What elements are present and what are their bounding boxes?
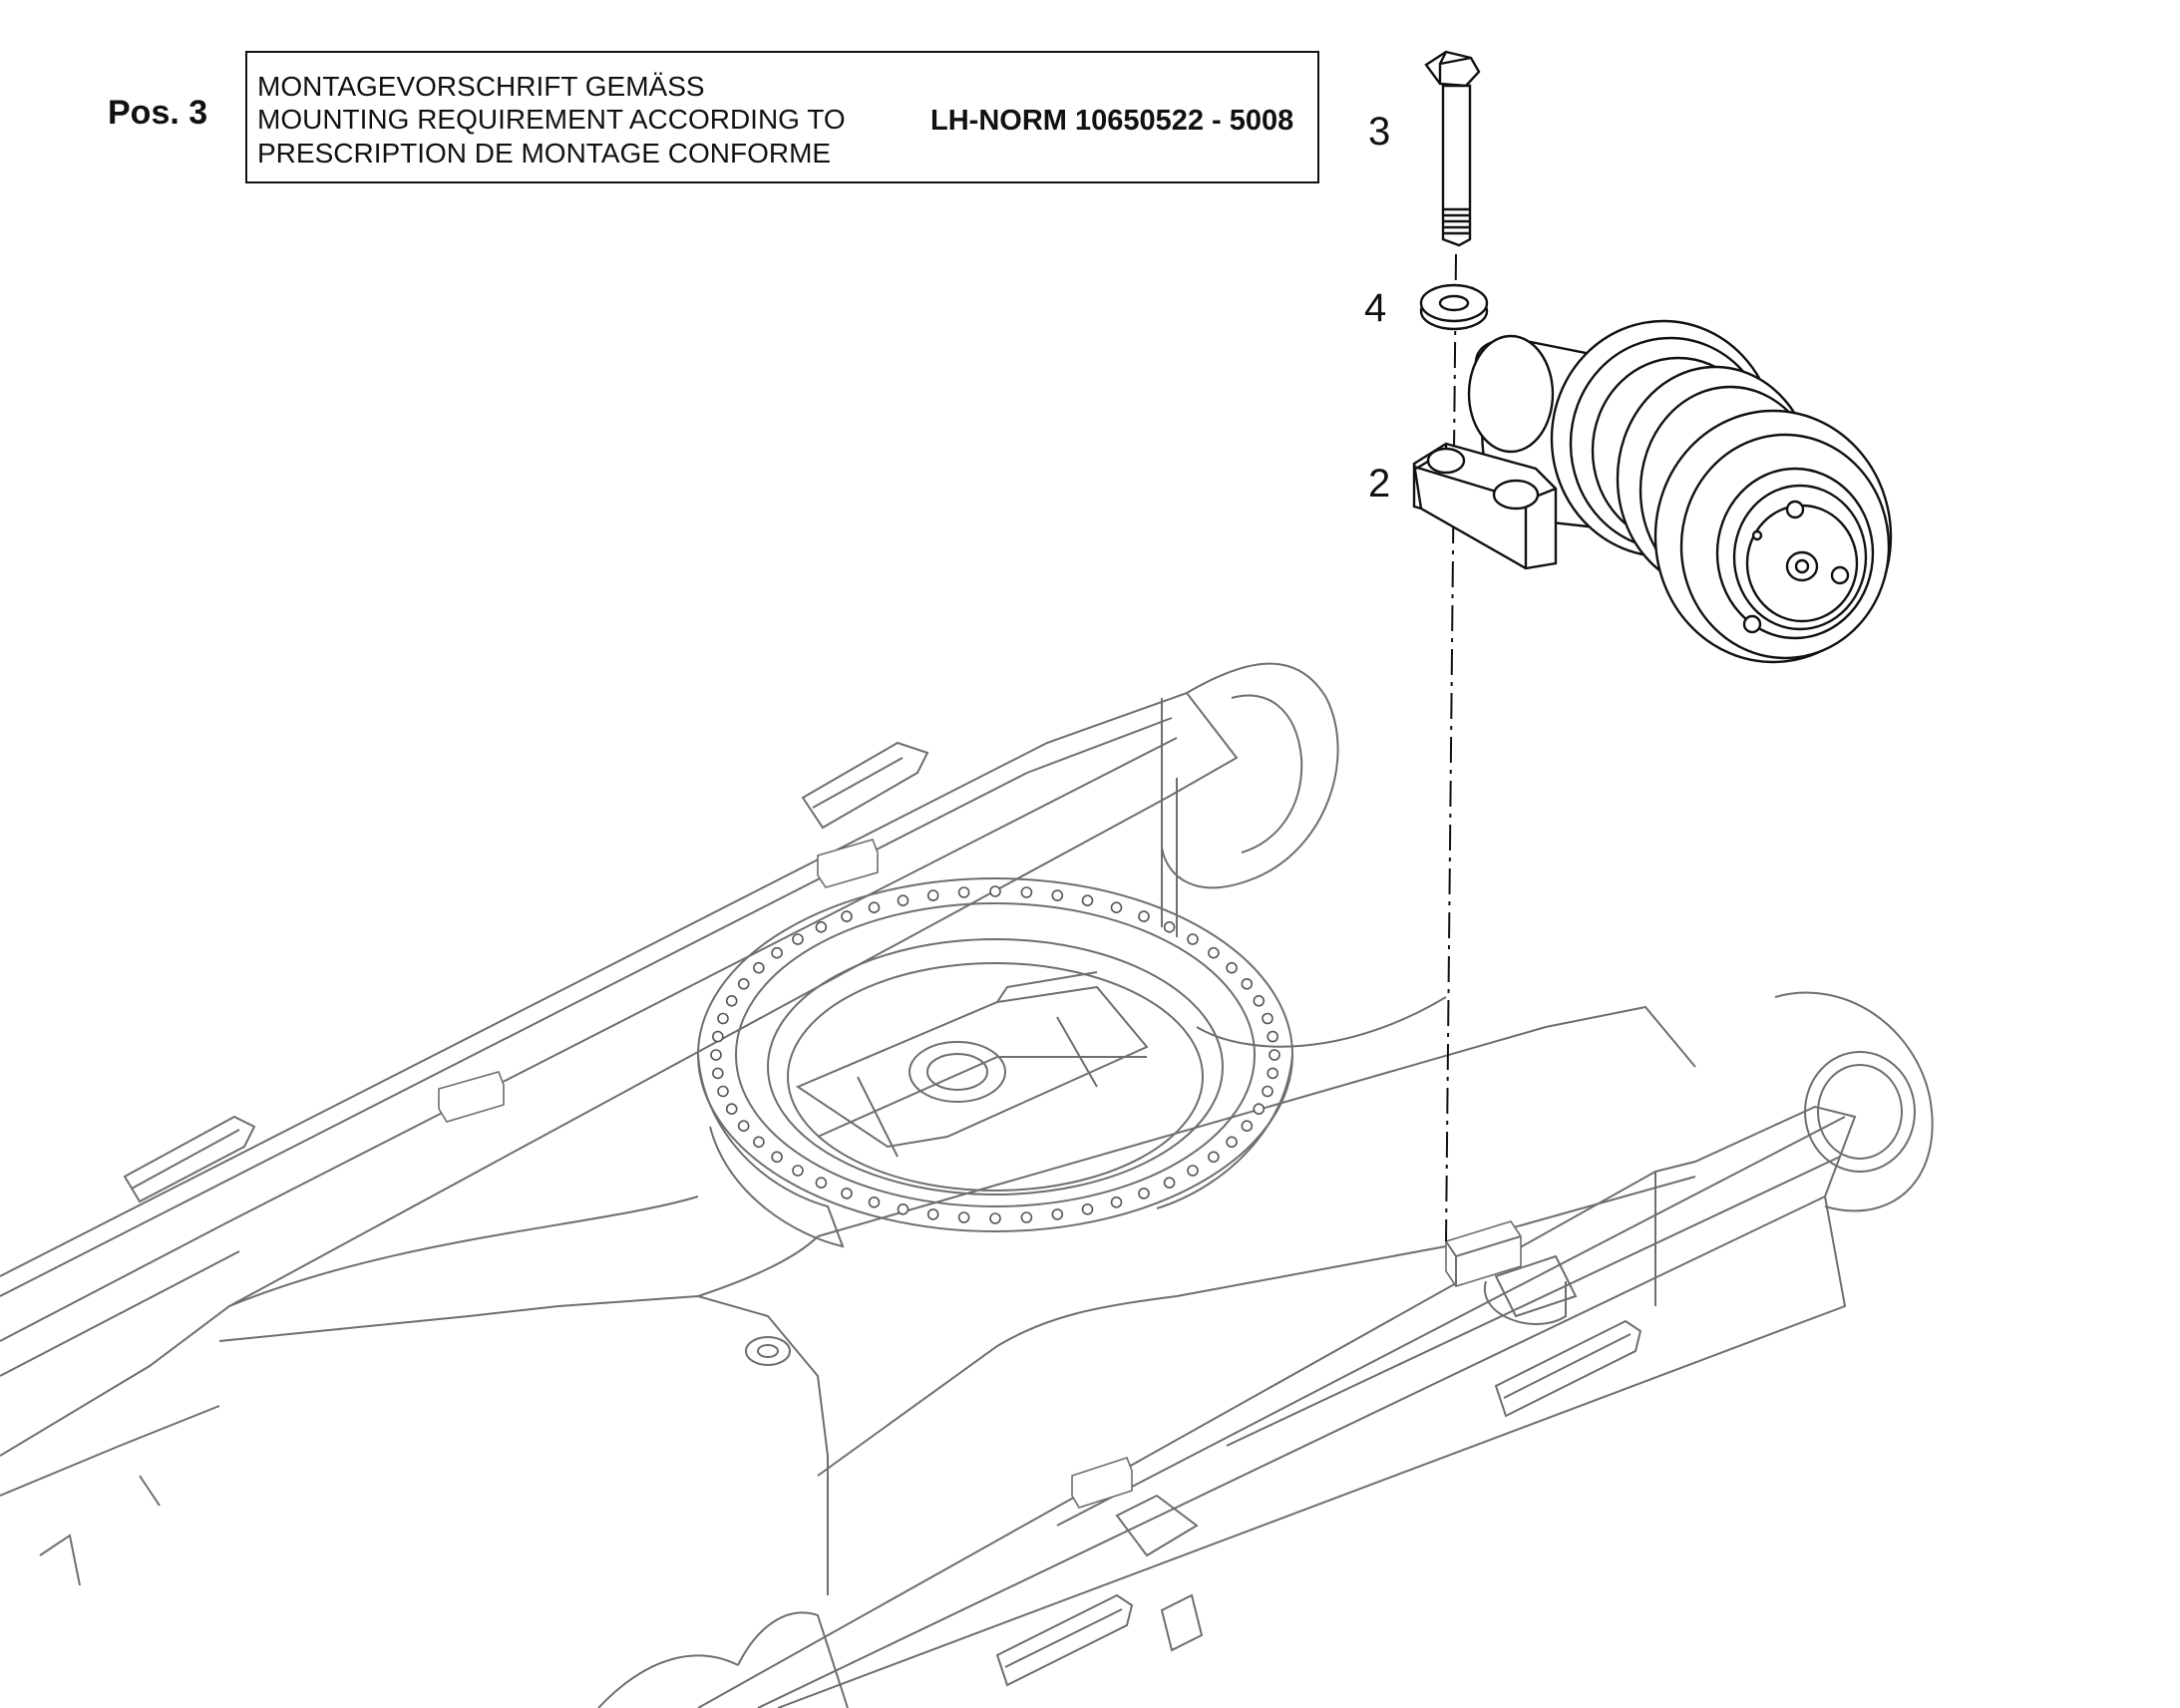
- ring-bolt-hole: [1110, 1196, 1123, 1208]
- assembly-axis-line: [1445, 253, 1457, 1242]
- ring-bolt-hole: [841, 910, 853, 922]
- ring-bolt-hole: [926, 1208, 939, 1220]
- ring-bolt-hole: [737, 977, 750, 990]
- ring-bolt-hole: [1253, 994, 1266, 1007]
- undercarriage-frame: [0, 662, 1934, 1708]
- ring-bolt-hole: [1187, 1165, 1199, 1177]
- ring-bolt-hole: [841, 1188, 853, 1199]
- ring-bolt-hole: [1187, 933, 1199, 945]
- ring-bolt-hole: [1051, 1208, 1064, 1220]
- ring-bolt-hole: [1226, 1136, 1238, 1149]
- ring-bolt-hole: [1241, 1120, 1254, 1132]
- ring-bolt-hole: [711, 1067, 724, 1080]
- position-label: Pos. 3: [108, 94, 207, 132]
- ring-bolt-hole: [753, 961, 765, 974]
- ring-bolt-hole: [771, 1151, 783, 1164]
- washer-part: [1419, 283, 1489, 331]
- ring-bolt-hole: [1267, 1030, 1278, 1043]
- ring-bolt-hole: [1253, 1103, 1266, 1115]
- ring-bolt-hole: [926, 889, 939, 901]
- carrier-roller-part: [1412, 319, 1893, 664]
- ring-bolt-hole: [1262, 1085, 1273, 1098]
- requirement-line-fr: PRESCRIPTION DE MONTAGE CONFORME: [257, 138, 831, 169]
- ring-bolt-hole: [897, 894, 909, 907]
- bolt-part: [1424, 50, 1481, 247]
- ring-bolt-hole: [1208, 1151, 1220, 1164]
- callout-roller: 2: [1368, 462, 1390, 506]
- ring-bolt-hole: [868, 1196, 881, 1208]
- ring-bolt-hole: [1241, 977, 1254, 990]
- ring-bolt-hole: [1020, 886, 1033, 898]
- ring-bolt-hole: [737, 1120, 750, 1132]
- ring-bolt-hole: [989, 1212, 1001, 1224]
- ring-bolt-hole: [1226, 961, 1238, 974]
- norm-reference: LH-NORM 10650522 - 5008: [930, 105, 1293, 137]
- ring-bolt-hole: [1269, 1049, 1280, 1061]
- ring-bolt-hole: [1262, 1012, 1273, 1025]
- ring-bolt-hole: [1081, 1203, 1094, 1215]
- ring-bolt-hole: [792, 933, 804, 945]
- requirement-line-de: MONTAGEVORSCHRIFT GEMÄSS: [257, 71, 705, 102]
- ring-bolt-hole: [957, 886, 970, 898]
- requirement-box: [245, 51, 1319, 183]
- ring-bolt-hole: [868, 901, 881, 914]
- requirement-line-en: MOUNTING REQUIREMENT ACCORDING TO: [257, 104, 846, 135]
- ring-bolt-hole: [989, 885, 1001, 897]
- slewing-ring: [697, 877, 1293, 1248]
- ring-bolt-hole: [1138, 910, 1150, 922]
- ring-bolt-hole: [771, 946, 783, 959]
- ring-bolt-hole: [1163, 1177, 1176, 1189]
- ring-bolt-hole: [1020, 1211, 1033, 1223]
- ring-bolt-hole: [717, 1085, 729, 1098]
- ring-bolt-hole: [1081, 894, 1094, 907]
- callout-bolt: 3: [1368, 110, 1390, 154]
- ring-bolt-hole: [711, 1030, 724, 1043]
- ring-bolt-hole: [1163, 920, 1176, 933]
- ring-bolt-hole: [897, 1203, 909, 1215]
- ring-bolt-hole: [957, 1211, 970, 1223]
- ring-bolt-hole: [725, 1103, 738, 1115]
- ring-bolt-hole: [1110, 901, 1123, 914]
- ring-bolt-hole: [1267, 1067, 1278, 1080]
- ring-bolt-hole: [753, 1136, 765, 1149]
- ring-bolt-hole: [710, 1049, 722, 1061]
- ring-bolt-holes: [710, 885, 1280, 1224]
- callout-washer: 4: [1364, 286, 1386, 330]
- ring-bolt-hole: [1208, 946, 1220, 959]
- ring-bolt-hole: [1051, 889, 1064, 901]
- ring-bolt-hole: [725, 994, 738, 1007]
- ring-bolt-hole: [792, 1165, 804, 1177]
- ring-bolt-hole: [815, 1177, 828, 1189]
- ring-bolt-hole: [717, 1012, 729, 1025]
- ring-bolt-hole: [815, 920, 828, 933]
- ring-bolt-hole: [1138, 1188, 1150, 1199]
